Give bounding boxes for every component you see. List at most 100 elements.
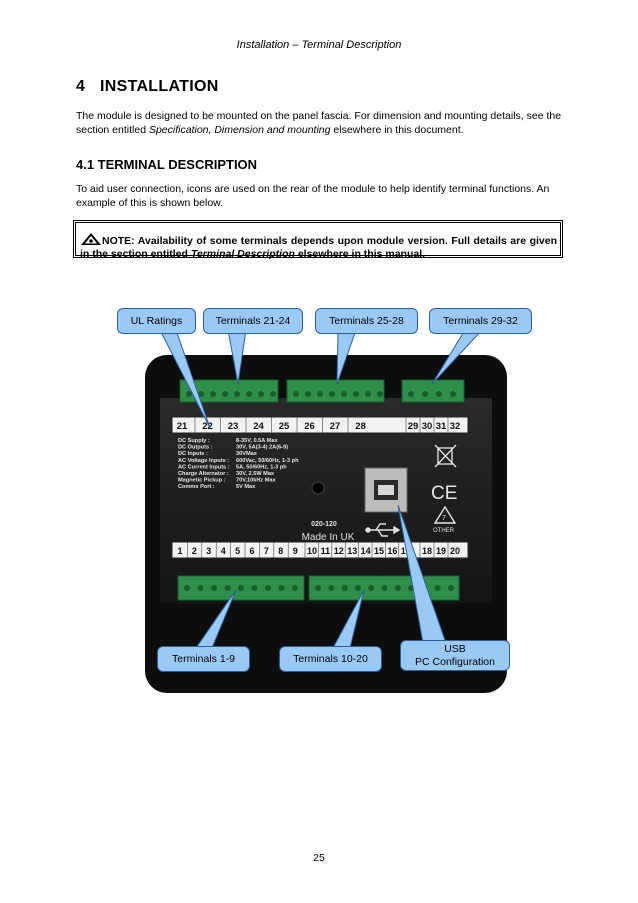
callout-usb: USB PC Configuration xyxy=(400,640,510,671)
terminal-screw xyxy=(292,585,298,591)
terminal-screw xyxy=(184,585,190,591)
intro-emphasis: Specification, Dimension and mounting xyxy=(148,124,331,136)
note-body: Availability of some terminals depends u… xyxy=(80,235,557,260)
terminal-number-top: 28 xyxy=(355,421,366,432)
terminal-screw xyxy=(198,391,204,397)
terminal-number-bottom: 6 xyxy=(249,546,254,556)
terminal-number-bottom: 9 xyxy=(293,546,298,556)
section-heading: 4 INSTALLATION xyxy=(76,78,219,96)
terminal-number-top: 32 xyxy=(450,421,461,432)
terminal-screw xyxy=(394,585,401,591)
terminal-screw xyxy=(436,391,442,397)
terminal-screw xyxy=(186,391,192,397)
terminal-screw xyxy=(258,391,264,397)
callout-terminals-25-28: Terminals 25-28 xyxy=(315,308,418,334)
section-number: 4 xyxy=(76,78,86,95)
terminal-screw xyxy=(211,585,217,591)
rating-label: AC Voltage Inputs : xyxy=(178,458,229,464)
terminal-number-top: 23 xyxy=(228,421,239,432)
terminal-screw xyxy=(341,391,347,397)
terminal-screw xyxy=(422,391,428,397)
subsection-heading: 4.1 TERMINAL DESCRIPTION xyxy=(76,157,258,172)
intro-text-end: elsewhere in this document. xyxy=(330,124,464,136)
intro-text: The module is designed to be mounted on … xyxy=(76,110,562,136)
terminal-screw xyxy=(354,585,361,591)
terminal-screw xyxy=(222,391,228,397)
terminal-number-bottom: 16 xyxy=(387,546,397,556)
terminal-screw xyxy=(265,585,271,591)
terminal-number-bottom: 11 xyxy=(321,546,331,556)
sensor-hole xyxy=(311,481,325,495)
usb-symbol-icon xyxy=(365,523,401,537)
terminal-screw xyxy=(328,585,335,591)
terminal-screw xyxy=(377,391,383,397)
terminal-screw xyxy=(234,391,240,397)
terminal-number-bottom: 19 xyxy=(436,546,446,556)
terminal-screw xyxy=(224,585,231,591)
rating-label: DC Inputs : xyxy=(178,451,208,457)
model-number: 020-120 xyxy=(311,521,337,528)
terminal-screw xyxy=(381,585,388,591)
callout-usb-line1: USB xyxy=(444,643,466,655)
terminal-screw xyxy=(450,391,456,397)
terminal-number-bottom: 10 xyxy=(307,546,317,556)
terminal-number-top: 27 xyxy=(330,421,341,432)
terminal-screw xyxy=(434,585,441,591)
terminal-number-top: 22 xyxy=(202,421,213,432)
terminal-screw xyxy=(408,391,414,397)
terminal-number-bottom: 15 xyxy=(374,546,384,556)
terminal-number-top: 24 xyxy=(253,421,264,432)
weee-bin-icon xyxy=(434,444,457,468)
rating-label: AC Current Inputs : xyxy=(178,464,230,470)
subsection-paragraph: To aid user connection, icons are used o… xyxy=(76,183,550,209)
terminal-screw xyxy=(270,391,276,397)
terminal-screw xyxy=(246,391,252,397)
terminal-screw xyxy=(305,391,311,397)
note-box: NOTE: Availability of some terminals dep… xyxy=(73,220,563,261)
callout-usb-line2: PC Configuration xyxy=(415,656,495,668)
terminal-number-top: 29 xyxy=(408,421,419,432)
rating-label: Charge Alternator : xyxy=(178,471,229,477)
terminal-number-top: 31 xyxy=(436,421,447,432)
terminal-number-top: 25 xyxy=(279,421,290,432)
terminal-screw xyxy=(251,585,258,591)
callout-terminals-10-20: Terminals 10-20 xyxy=(279,646,382,672)
terminal-number-bottom: 18 xyxy=(422,546,432,556)
terminal-screw xyxy=(329,391,335,397)
recycle-number: 7 xyxy=(442,515,446,522)
rating-value: 70V,10kHz Max xyxy=(236,478,276,484)
rating-label: DC Outputs : xyxy=(178,445,213,451)
rating-label: Comms Port : xyxy=(178,484,215,490)
section-title: INSTALLATION xyxy=(100,78,219,95)
note-body-end: elsewhere in this manual. xyxy=(294,248,426,260)
callout-terminals-1-9: Terminals 1-9 xyxy=(157,646,250,672)
terminal-number-bottom: 5 xyxy=(235,546,240,556)
terminal-number-bottom: 1 xyxy=(177,546,182,556)
note-text: NOTE: Availability of some terminals dep… xyxy=(80,232,557,261)
terminal-screw xyxy=(365,391,371,397)
terminal-screw xyxy=(341,585,348,591)
terminal-number-bottom: 20 xyxy=(450,546,460,556)
terminal-number-bottom: 3 xyxy=(206,546,211,556)
terminal-screw xyxy=(448,585,454,591)
terminal-number-bottom: 4 xyxy=(221,546,226,556)
made-in-uk: Made In UK xyxy=(302,532,355,543)
rating-value: 5A, 50/60Hz, 1-3 ph xyxy=(236,464,287,470)
terminal-number-bottom: 8 xyxy=(278,546,283,556)
recycle-icon xyxy=(433,505,457,524)
rating-label: Magnetic Pickup : xyxy=(178,478,226,484)
rating-value: 30V, 2.5W Max xyxy=(236,471,275,477)
ce-mark-icon: CE xyxy=(431,483,457,504)
callout-terminals-21-24: Terminals 21-24 xyxy=(203,308,303,334)
note-emphasis: Terminal Description xyxy=(190,248,295,260)
running-header: Installation – Terminal Description xyxy=(236,39,402,51)
terminal-screw xyxy=(238,585,244,591)
terminal-screw xyxy=(293,391,299,397)
top-terminal-blocks xyxy=(179,379,465,403)
terminal-number-bottom: 12 xyxy=(334,546,344,556)
callout-terminals-29-32: Terminals 29-32 xyxy=(429,308,532,334)
terminal-screw xyxy=(197,585,204,591)
rating-value: 5V Max xyxy=(236,484,256,490)
note-label: NOTE: xyxy=(102,235,135,247)
